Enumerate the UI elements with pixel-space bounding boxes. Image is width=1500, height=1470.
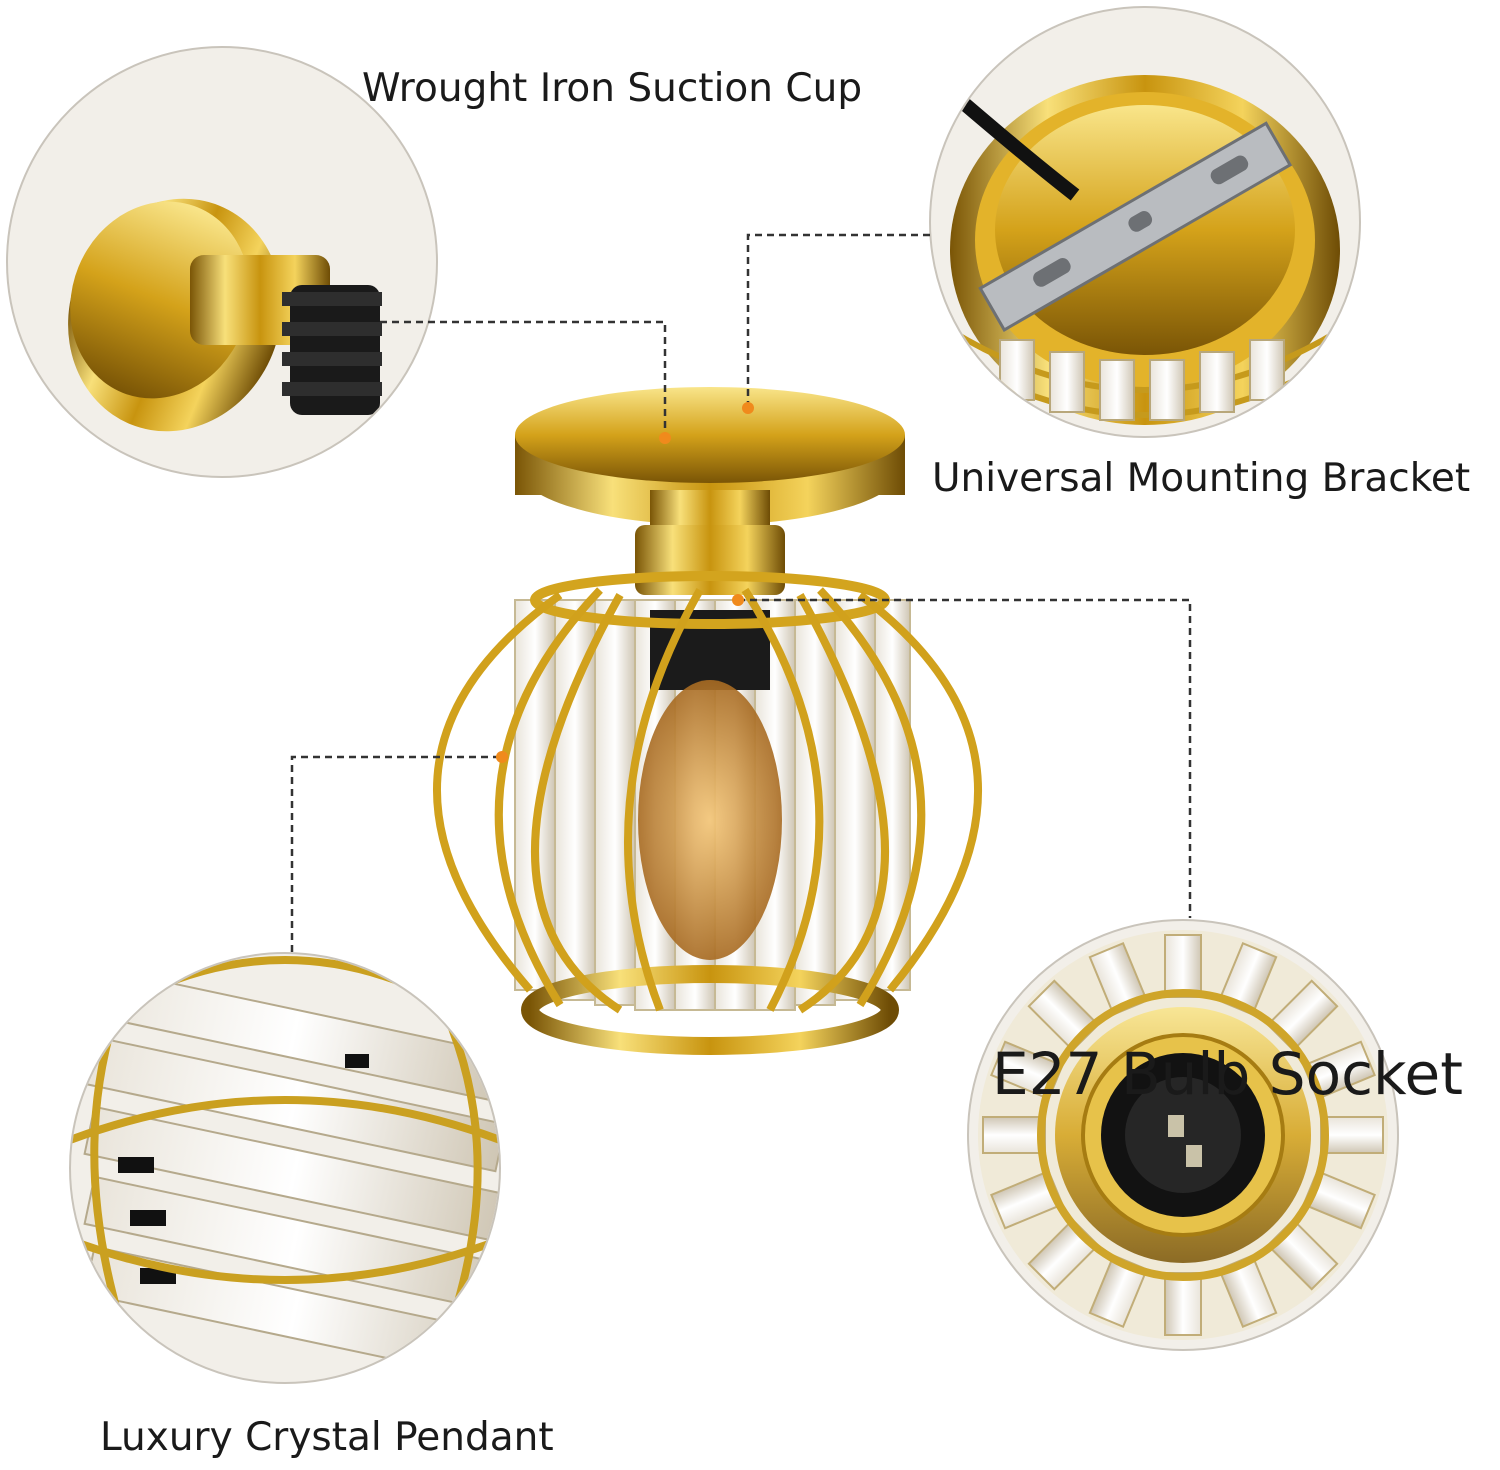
crystal-pendant-icon: [69, 952, 501, 1384]
label-crystal-pendant: Luxury Crystal Pendant: [100, 1415, 554, 1460]
label-bulb-socket: E27 Bulb Socket: [992, 1040, 1463, 1108]
callout-dots: [496, 402, 754, 763]
label-mounting-bracket: Universal Mounting Bracket: [932, 456, 1471, 501]
mounting-bracket-icon: [929, 6, 1361, 438]
bulb-socket-icon: [967, 919, 1399, 1351]
callout-lines: [290, 233, 1192, 952]
label-suction-cup: Wrought Iron Suction Cup: [362, 66, 863, 111]
ceiling-cup-icon: [6, 46, 438, 478]
ceiling-light-icon: [433, 387, 982, 1055]
